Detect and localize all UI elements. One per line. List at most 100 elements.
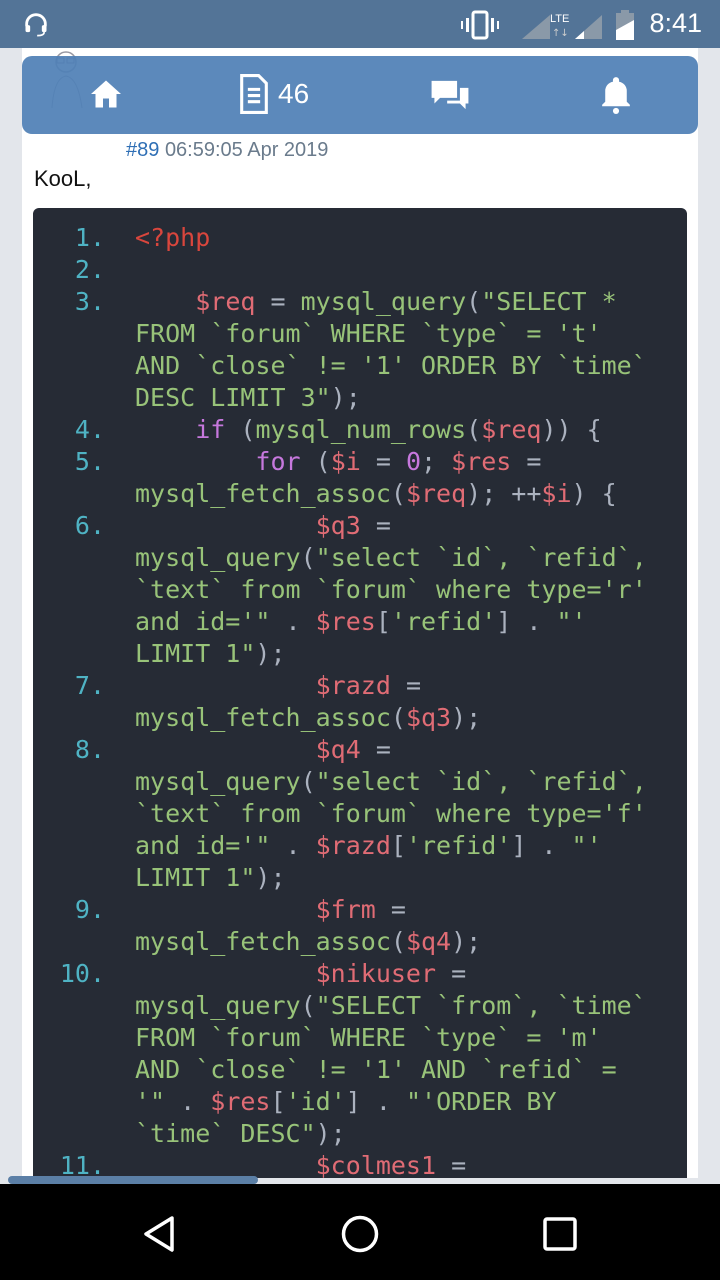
code-token: ( (390, 927, 406, 956)
code-line: 8. $q4 = mysql_query("select `id`, `refi… (33, 734, 669, 894)
code-token: for (255, 447, 301, 476)
code-token: $res (315, 607, 376, 636)
code-token: = (375, 895, 421, 924)
post-number-link[interactable]: #89 (126, 139, 160, 161)
code-line: 3. $req = mysql_query("SELECT * FROM `fo… (33, 286, 669, 414)
code-line: 4. if (mysql_num_rows($req)) { (33, 414, 669, 446)
code-token: "' LIMIT 1" (135, 831, 617, 892)
code-token: "' LIMIT 1" (135, 607, 602, 668)
recents-icon[interactable] (542, 1214, 578, 1254)
code-token: mysql_fetch_assoc (135, 703, 391, 732)
code-token: ] . (345, 1087, 406, 1116)
home-circle-icon[interactable] (340, 1214, 380, 1254)
code-token: $req (195, 287, 256, 316)
code-token: = (360, 511, 406, 540)
code-token: mysql_query (300, 287, 467, 316)
vibrate-icon (461, 10, 499, 40)
code-token: )) { (541, 415, 602, 444)
code-token (135, 671, 316, 700)
code-token (135, 415, 195, 444)
code-token: mysql_num_rows (255, 415, 467, 444)
code-token: mysql_query (135, 543, 301, 572)
code-token: [ (270, 1087, 286, 1116)
code-line: 10. $nikuser = mysql_query("SELECT `from… (33, 958, 669, 1150)
code-line: 11. $colmes1 = (33, 1150, 669, 1178)
code-token: mysql_fetch_assoc (135, 479, 391, 508)
code-token: = (436, 1151, 467, 1178)
code-token: ( (300, 991, 316, 1020)
line-number: 5. (74, 447, 105, 476)
code-token: = (360, 447, 406, 476)
code-token: 'id' (285, 1087, 346, 1116)
messages-button[interactable] (430, 78, 470, 112)
code-token: 'refid' (405, 831, 512, 860)
home-button[interactable] (88, 76, 124, 112)
code-line: 6. $q3 = mysql_query("select `id`, `refi… (33, 510, 669, 670)
post-text: KooL, (34, 166, 92, 191)
post-header: #89 06:59:05 Apr 2019 (126, 138, 328, 162)
code-token: = (255, 287, 301, 316)
code-token: ( (390, 703, 406, 732)
line-number: 1. (74, 223, 105, 252)
code-token: [ (375, 607, 391, 636)
code-text: $colmes1 = (135, 1150, 655, 1178)
code-token: = (511, 447, 557, 476)
back-icon[interactable] (140, 1214, 180, 1254)
code-token: ] . (511, 831, 572, 860)
document-icon (240, 74, 268, 114)
code-token: "select `id`, `refid`, `text` from `foru… (135, 767, 662, 860)
code-token: ( (466, 415, 482, 444)
line-number: 2. (74, 255, 105, 284)
code-token (135, 959, 316, 988)
code-token (135, 287, 195, 316)
code-token: ( (390, 479, 406, 508)
code-token: . (270, 607, 316, 636)
code-token: ( (300, 767, 316, 796)
code-token (135, 511, 316, 540)
code-token: "select `id`, `refid`, `text` from `foru… (135, 543, 662, 636)
horizontal-scrollbar[interactable] (8, 1176, 258, 1184)
code-line: 7. $razd = mysql_fetch_assoc($q3); (33, 670, 669, 734)
code-token: ( (225, 415, 256, 444)
code-token: ); (451, 927, 482, 956)
code-token: ); (330, 383, 361, 412)
code-token: . (270, 831, 316, 860)
headset-icon (25, 13, 47, 37)
code-token: $req (405, 479, 467, 508)
notifications-button[interactable] (600, 74, 632, 114)
line-number: 8. (74, 735, 105, 764)
code-text: $q4 = mysql_query("select `id`, `refid`,… (135, 734, 655, 894)
line-number: 6. (74, 511, 105, 540)
line-number: 7. (74, 671, 105, 700)
code-line: 2.​ (33, 254, 669, 286)
code-text: $frm = mysql_fetch_assoc($q4); (135, 894, 655, 958)
code-token (135, 895, 316, 924)
code-token: 0 (405, 447, 422, 476)
code-token: $colmes1 (315, 1151, 437, 1178)
code-token: ] . (496, 607, 557, 636)
code-token: $razd (315, 671, 391, 700)
code-line: 5. for ($i = 0; $res = mysql_fetch_assoc… (33, 446, 669, 510)
code-token: ( (466, 287, 482, 316)
code-token: ); (451, 703, 482, 732)
code-token: ; (421, 447, 452, 476)
code-text: $razd = mysql_fetch_assoc($q3); (135, 670, 655, 734)
code-token: ( (300, 543, 316, 572)
documents-button[interactable]: 46 (238, 74, 309, 114)
code-token: $i (330, 447, 361, 476)
code-line: 1.<?php (33, 222, 669, 254)
clock: 8:41 (649, 8, 702, 38)
code-token: = (390, 671, 437, 700)
line-number: 4. (74, 415, 105, 444)
code-token: mysql_query (135, 991, 301, 1020)
top-navbar: 46 (22, 56, 698, 134)
code-token: ); ++ (466, 479, 542, 508)
code-line: 9. $frm = mysql_fetch_assoc($q4); (33, 894, 669, 958)
code-token: $res (210, 1087, 271, 1116)
code-token: 'refid' (390, 607, 497, 636)
bell-icon (602, 77, 630, 114)
code-token: $nikuser (315, 959, 437, 988)
code-text: $nikuser = mysql_query("SELECT `from`, `… (135, 958, 655, 1150)
code-token: $frm (315, 895, 376, 924)
